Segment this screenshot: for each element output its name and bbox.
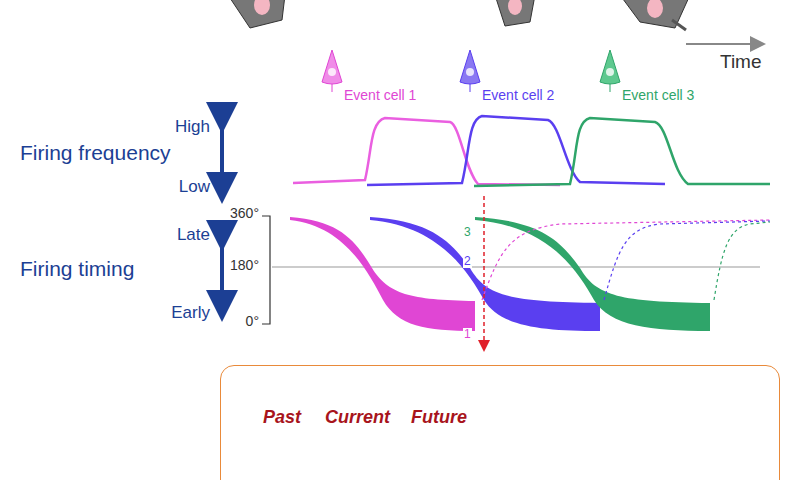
callout-number: 3	[463, 226, 472, 239]
cell-label: Event cell 2	[482, 88, 554, 103]
axis-label: Late	[177, 226, 210, 245]
event-cell: Event cell 1	[312, 48, 452, 108]
time-label: Past	[263, 408, 301, 428]
timing-arrow	[220, 236, 224, 306]
event-cell: Event cell 2	[450, 48, 590, 108]
time-label: Current	[325, 408, 390, 428]
axis-label: High	[175, 118, 210, 137]
return-curve	[604, 221, 770, 300]
callout-number: 1	[463, 328, 472, 341]
event-cell: Event cell 3	[590, 48, 730, 108]
tick-label: 360°	[230, 206, 259, 221]
neuron-icon	[592, 48, 632, 92]
tick-label: 180°	[230, 258, 259, 273]
neuron-icon	[452, 48, 492, 92]
return-curve	[714, 222, 770, 300]
axis-label: Time	[720, 52, 762, 73]
return-curve	[482, 220, 770, 300]
neuron-icon	[314, 48, 354, 92]
timing-band	[290, 217, 475, 331]
timing-band	[475, 217, 710, 331]
frequency-curve	[367, 116, 665, 185]
frequency-arrow	[220, 118, 224, 188]
timing-band	[370, 217, 600, 331]
time-label: Future	[411, 408, 467, 428]
timeline-panel: Past Current Future	[220, 365, 780, 480]
axis-label: Low	[179, 178, 210, 197]
cell-label: Event cell 1	[344, 88, 416, 103]
callout-number: 2	[463, 255, 472, 268]
frequency-curve	[293, 118, 560, 185]
axis-title: Firing frequency	[20, 141, 171, 164]
current-time-line	[483, 196, 485, 346]
axis-bracket	[262, 216, 270, 324]
frequency-curve	[474, 118, 770, 186]
tick-label: 0°	[246, 314, 259, 329]
time-arrow	[686, 43, 758, 45]
cell-label: Event cell 3	[622, 88, 694, 103]
axis-label: Early	[171, 304, 210, 323]
mouse-icons	[228, 0, 690, 30]
midline	[272, 267, 760, 268]
axis-title: Firing timing	[20, 257, 134, 280]
